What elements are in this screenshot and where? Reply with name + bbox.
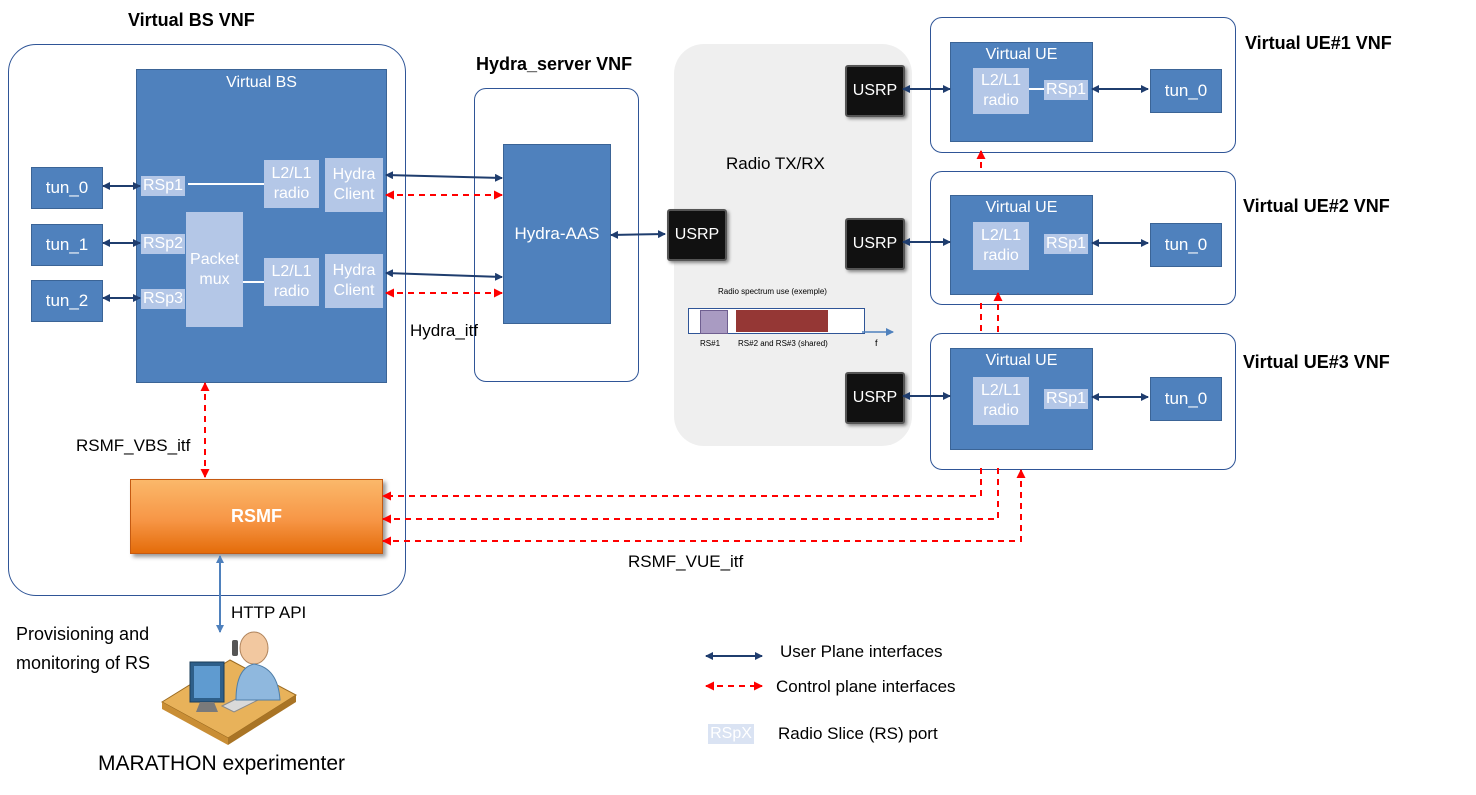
radio-txrx-label: Radio TX/RX xyxy=(726,154,825,173)
bs-l2l1-2-line2: radio xyxy=(273,283,310,300)
bs-l2l1-2-line1: L2/L1 xyxy=(271,263,312,280)
bs-rsp3-port: RSp3 xyxy=(141,289,186,309)
vbs-vnf-title: Virtual BS VNF xyxy=(128,10,255,30)
ue2-box-label: Virtual UE xyxy=(985,199,1058,216)
hydra-client-1-line1: Hydra xyxy=(332,166,376,183)
ue2-l2l1-line2: radio xyxy=(983,247,1019,264)
ue3-l2l1-line1: L2/L1 xyxy=(980,382,1022,399)
spectrum-rs1-block xyxy=(700,310,728,334)
ue1-title: Virtual UE#1 VNF xyxy=(1245,33,1392,53)
rsmf-box: RSMF xyxy=(130,479,383,554)
ue1-tun-0: tun_0 xyxy=(1150,69,1222,113)
hydra-itf-label: Hydra_itf xyxy=(410,321,479,340)
bs-rsp1-port: RSp1 xyxy=(141,176,186,196)
bs-rsp2-port: RSp2 xyxy=(141,234,186,254)
usrp-ue2: USRP xyxy=(845,218,905,270)
hydra-client-2-line2: Client xyxy=(333,282,375,299)
ctrl-ue1-rsmf-c xyxy=(382,468,982,501)
ue1-rsp1-port: RSp1 xyxy=(1044,80,1089,100)
ue3-title: Virtual UE#3 VNF xyxy=(1243,352,1390,372)
hydra-client-2-line1: Hydra xyxy=(332,262,376,279)
virtual-bs-box: Virtual BS xyxy=(136,69,387,383)
legend-rspx: Radio Slice (RS) port xyxy=(778,724,938,743)
legend-control-plane: Control plane interfaces xyxy=(776,677,956,696)
spectrum-rs23-label: RS#2 and RS#3 (shared) xyxy=(738,339,828,348)
ue3-rsp1-port: RSp1 xyxy=(1044,389,1089,409)
ue3-box-label: Virtual UE xyxy=(985,352,1058,369)
spectrum-f-label: f xyxy=(875,338,878,348)
ue1-box-label: Virtual UE xyxy=(985,46,1058,63)
spectrum-rs23-block xyxy=(736,310,828,332)
legend-user-plane: User Plane interfaces xyxy=(780,642,943,661)
ue2-rsp1-port: RSp1 xyxy=(1044,234,1089,254)
ue2-tun-0: tun_0 xyxy=(1150,223,1222,267)
experimenter-label: MARATHON experimenter xyxy=(98,752,345,775)
http-api-label: HTTP API xyxy=(231,603,307,622)
ue3-tun-0: tun_0 xyxy=(1150,377,1222,421)
virtual-bs-label: Virtual BS xyxy=(226,74,297,91)
ue2-title: Virtual UE#2 VNF xyxy=(1243,196,1390,216)
usrp-hydra: USRP xyxy=(667,209,727,261)
ue3-l2l1-line2: radio xyxy=(983,402,1019,419)
rsmf-vbs-itf-label: RSMF_VBS_itf xyxy=(76,436,191,455)
bs-l2l1-radio-2: L2/L1 radio xyxy=(264,258,319,306)
bs-tun-1: tun_1 xyxy=(31,224,103,266)
packet-mux: Packet mux xyxy=(186,212,243,327)
ctrl-ue3-rsmf xyxy=(382,469,1026,546)
ue2-l2l1-line1: L2/L1 xyxy=(980,227,1022,244)
ue3-l2l1-radio: L2/L1 radio xyxy=(973,377,1029,425)
ue2-l2l1-radio: L2/L1 radio xyxy=(973,222,1029,270)
spectrum-rs1-label: RS#1 xyxy=(700,339,721,348)
ue1-l2l1-line1: L2/L1 xyxy=(980,72,1022,89)
hydra-client-1: Hydra Client xyxy=(325,158,383,212)
provisioning-line1: Provisioning and xyxy=(16,624,150,644)
hydra-client-2: Hydra Client xyxy=(325,254,383,308)
packet-mux-line2: mux xyxy=(199,270,230,288)
usrp-ue1: USRP xyxy=(845,65,905,117)
provisioning-line2: monitoring of RS xyxy=(16,653,151,673)
hydra-aas-box: Hydra-AAS xyxy=(503,144,611,324)
packet-mux-line1: Packet xyxy=(190,250,239,268)
hydra-server-title: Hydra_server VNF xyxy=(476,54,633,74)
rsmf-vue-itf-label: RSMF_VUE_itf xyxy=(628,552,744,571)
ue1-l2l1-radio: L2/L1 radio xyxy=(973,68,1029,114)
bs-l2l1-1-line2: radio xyxy=(273,185,310,202)
bs-l2l1-1-line1: L2/L1 xyxy=(271,165,312,182)
ue1-l2l1-line2: radio xyxy=(983,92,1019,109)
hydra-client-1-line2: Client xyxy=(333,186,375,203)
ctrl-ue2-rsmf-b xyxy=(382,468,999,524)
spectrum-title: Radio spectrum use (exemple) xyxy=(718,287,827,296)
bs-tun-0: tun_0 xyxy=(31,167,103,209)
bs-tun-2: tun_2 xyxy=(31,280,103,322)
legend-rspx-swatch: RSpX xyxy=(708,724,754,744)
usrp-ue3: USRP xyxy=(845,372,905,424)
bs-l2l1-radio-1: L2/L1 radio xyxy=(264,160,319,208)
